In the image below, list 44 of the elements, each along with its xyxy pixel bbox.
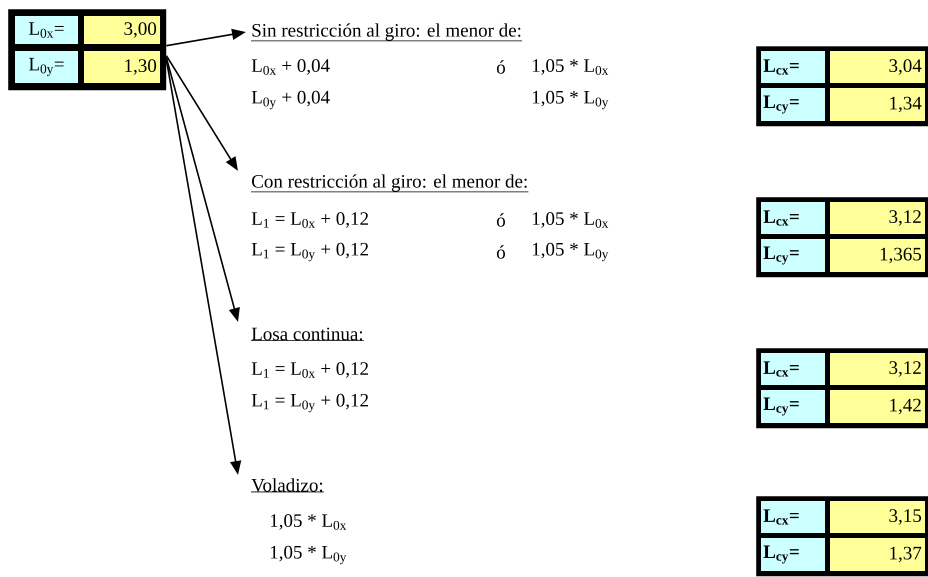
- formula-text: 1,05 * L$_{0x}$: [532, 212, 608, 228]
- value-cell: 3,12: [830, 202, 925, 234]
- formula-text: L$_{1}$ = L$_{0y}$ + 0,12: [252, 394, 368, 412]
- result-table: [756, 197, 928, 278]
- label-cell: L$_{cx}$=: [761, 353, 825, 385]
- value-cell: 3,04: [830, 51, 925, 83]
- value-cell: 1,30: [84, 51, 160, 83]
- formula-text: 1,05 * L$_{0y}$: [270, 546, 346, 564]
- formula-text: 1,05 * L$_{0x}$: [532, 59, 608, 75]
- value-cell: 1,37: [830, 538, 925, 571]
- formula-text: 1,05 * L$_{0y}$: [532, 242, 608, 262]
- result-table: [756, 348, 928, 428]
- input-table: [8, 9, 166, 90]
- result-table: [756, 46, 928, 126]
- section-heading: Losa continua:: [250, 328, 364, 342]
- formula-text: L$_{1}$ = L$_{0x}$ + 0,12: [252, 212, 368, 228]
- formula-text: L$_{0x}$ + 0,04: [252, 59, 330, 75]
- formula-text: L$_{1}$ = L$_{0y}$ + 0,12: [252, 242, 368, 262]
- label-cell: L$_{0y}$=: [15, 51, 78, 83]
- formula-text: ó: [496, 213, 505, 227]
- label-cell: L$_{cx}$=: [761, 51, 825, 83]
- section-heading: Sin restricción al giro: el menor de:: [250, 23, 522, 42]
- result-table: [756, 496, 928, 576]
- label-cell: L$_{cy}$=: [761, 538, 825, 571]
- value-cell: 1,42: [830, 390, 925, 423]
- label-cell: L$_{0x}$=: [15, 16, 78, 44]
- formula-text: L$_{1}$ = L$_{0x}$ + 0,12: [252, 362, 368, 378]
- value-cell: 1,34: [830, 88, 925, 121]
- value-cell: 3,00: [84, 16, 160, 44]
- formula-text: ó: [496, 60, 505, 74]
- value-cell: 3,15: [830, 501, 925, 533]
- section-heading: Voladizo:: [250, 478, 324, 492]
- formula-text: 1,05 * L$_{0x}$: [270, 514, 346, 530]
- formula-text: 1,05 * L$_{0y}$: [532, 90, 608, 110]
- label-cell: L$_{cx}$=: [761, 501, 825, 533]
- value-cell: 3,12: [830, 353, 925, 385]
- label-cell: L$_{cx}$=: [761, 202, 825, 234]
- section-heading: Con restricción al giro: el menor de:: [250, 174, 529, 192]
- formula-text: ó: [496, 245, 505, 259]
- label-cell: L$_{cy}$=: [761, 390, 825, 423]
- formula-text: L$_{0y}$ + 0,04: [252, 90, 330, 110]
- label-cell: L$_{cy}$=: [761, 88, 825, 121]
- value-cell: 1,365: [830, 239, 925, 272]
- label-cell: L$_{cy}$=: [761, 239, 825, 272]
